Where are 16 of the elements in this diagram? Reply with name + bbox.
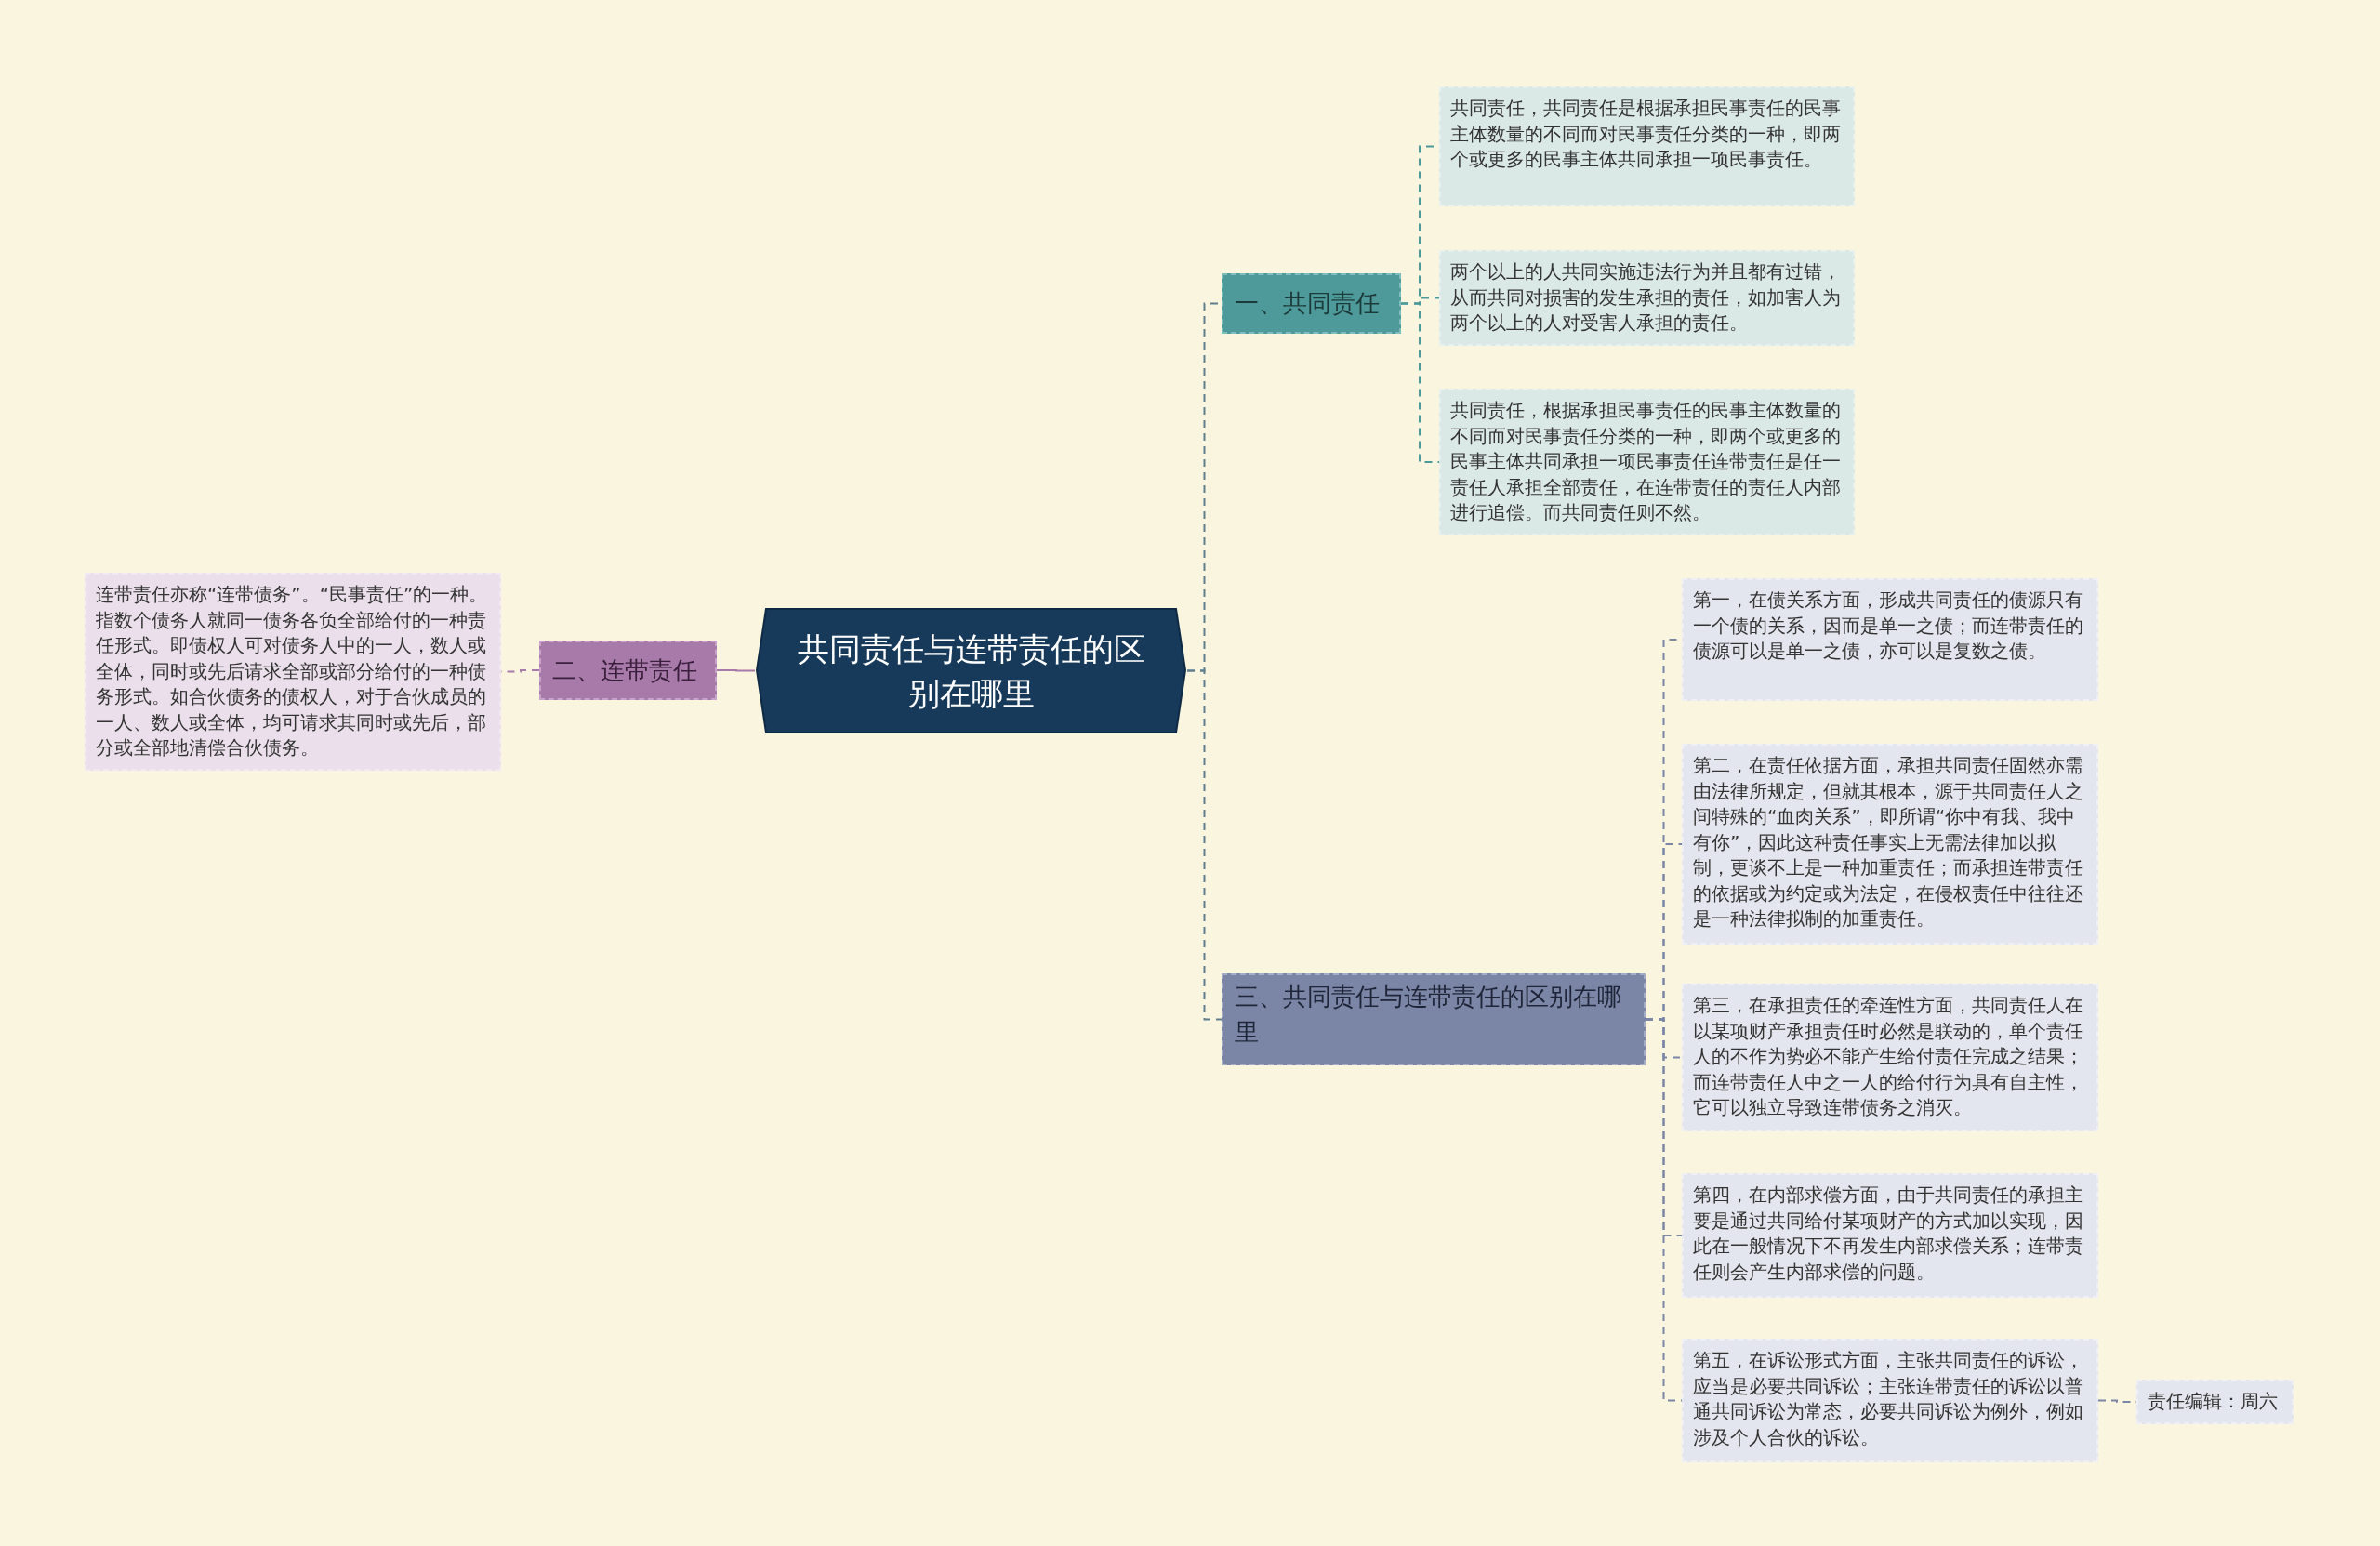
editor-note-box: 责任编辑：周六: [2136, 1380, 2294, 1424]
note-box: 连带责任亦称“连带债务”。“民事责任”的一种。指数个债务人就同一债务各负全部给付的一种责任形式。即债权人可对债务人中的一人，数人或全体，同时或先后请求全部或部分给付的一种债务形式。如合伙债务的债权人，对于合伙成员的一人、数人或全体，均可请求其同时或先后，部分或全部地清偿合伙债务。: [85, 573, 501, 771]
note-box: 第四，在内部求偿方面，由于共同责任的承担主要是通过共同给付某项财产的方式加以实现，因此在一般情况下不再发生内部求偿关系；连带责任则会产生内部求偿的问题。: [1682, 1173, 2098, 1298]
note-box: 共同责任，根据承担民事责任的民事主体数量的不同而对民事责任分类的一种，即两个或更多的民事主体共同承担一项民事责任连带责任是任一责任人承担全部责任，在连带责任的责任人内部进行追偿。而共同责任则不然。: [1439, 389, 1855, 535]
connector-line: [716, 669, 756, 672]
topic-box: 二、连带责任: [539, 641, 717, 700]
note-box: 第二，在责任依据方面，承担共同责任固然亦需由法律所规定，但就其根本，源于共同责任人之间特殊的“血肉关系”，即所谓“你中有我、我中有你”，因此这种责任事实上无需法律加以拟制，更谈不上是一种加重责任；而承担连带责任的依据或为约定或为法定，在侵权责任中往往还是一种法律拟制的加重责任。: [1682, 744, 2098, 945]
topic-box: 一、共同责任: [1222, 273, 1401, 334]
connector-line: [1186, 669, 1223, 1021]
note-box: 共同责任，共同责任是根据承担民事责任的民事主体数量的不同而对民事责任分类的一种，即两个或更多的民事主体共同承担一项民事责任。: [1439, 86, 1855, 206]
topic-box: 三、共同责任与连带责任的区别在哪里: [1222, 973, 1646, 1065]
note-box: 第一，在债关系方面，形成共同责任的债源只有一个债的关系，因而是单一之债；而连带责任的债源可以是单一之债，亦可以是复数之债。: [1682, 578, 2098, 701]
note-box: 两个以上的人共同实施违法行为并且都有过错，从而共同对损害的发生承担的责任，如加害人为两个以上的人对受害人承担的责任。: [1439, 250, 1855, 346]
note-box: 第五，在诉讼形式方面，主张共同责任的诉讼，应当是必要共同诉讼；主张连带责任的诉讼以普通共同诉讼为常态，必要共同诉讼为例外，例如涉及个人合伙的诉讼。: [1682, 1339, 2098, 1462]
note-box: 第三，在承担责任的牵连性方面，共同责任人在以某项财产承担责任时必然是联动的，单个责任人的不作为势必不能产生给付责任完成之结果；而连带责任人中之一人的给付行为具有自主性，它可以独立导致连带债务之消灭。: [1682, 984, 2098, 1131]
connector-line: [1400, 302, 1440, 463]
